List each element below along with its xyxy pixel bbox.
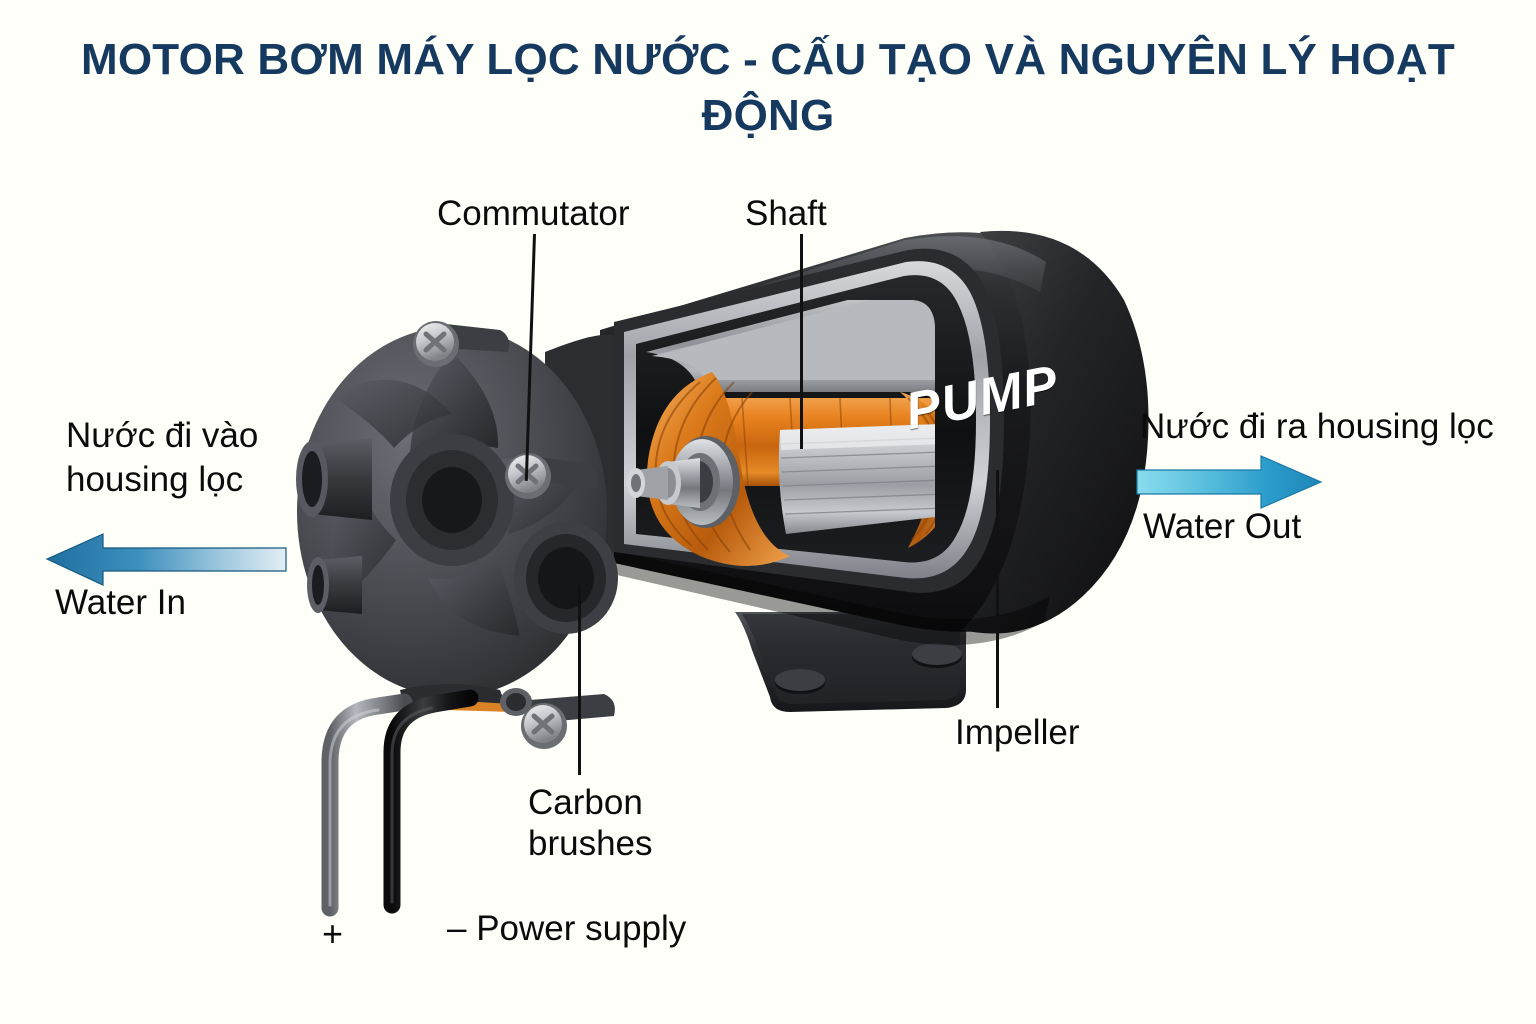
power-positive-label: + <box>322 913 344 954</box>
carbon-brush-housing <box>514 522 618 634</box>
carbon-brushes-line-2: brushes <box>528 824 653 864</box>
flow-left-caption-line-1: Nước đi vào <box>66 416 259 455</box>
motor-barrel <box>600 230 1149 646</box>
carbon-brushes-line-1: Carbon <box>528 783 643 822</box>
leader-line-carbon-brushes <box>578 585 581 775</box>
callout-label-commutator: Commutator <box>437 194 630 233</box>
screw-top <box>413 321 509 367</box>
pump-head-ribs <box>329 352 586 636</box>
flow-left-caption-line-2: housing lọc <box>66 460 244 500</box>
flow-right-subcaption: Water Out <box>1143 507 1302 546</box>
screw-bottom <box>521 694 615 749</box>
water-in-arrow <box>40 528 290 595</box>
power-negative-label: – Power supply <box>447 909 687 948</box>
flow-right-caption: Nước đi ra housing lọc <box>1140 407 1494 446</box>
pump-body-label: PUMP <box>900 354 1064 442</box>
flow-left-caption: Nước đi vào housing lọc <box>66 414 336 502</box>
page-title: MOTOR BƠM MÁY LỌC NƯỚC - CẤU TẠO VÀ NGUY… <box>50 32 1486 145</box>
leader-line-commutator <box>524 233 536 481</box>
page-title-line-1: MOTOR BƠM MÁY LỌC NƯỚC - CẤU TẠO VÀ NGUY… <box>81 35 1455 84</box>
screw-middle <box>505 453 597 499</box>
callout-label-impeller: Impeller <box>955 713 1080 752</box>
callout-label-shaft: Shaft <box>745 194 827 233</box>
water-out-arrow <box>1133 452 1325 519</box>
leader-line-shaft <box>800 234 803 449</box>
callout-label-carbon-brushes: Carbon brushes <box>528 782 698 865</box>
mounting-bracket <box>735 612 967 712</box>
brush-terminal <box>400 684 532 716</box>
pump-head <box>296 321 618 749</box>
leader-line-impeller <box>996 470 999 708</box>
flow-left-subcaption: Water In <box>55 583 186 622</box>
shaft-assembly <box>627 436 740 528</box>
page-title-line-2: ĐỘNG <box>701 91 835 141</box>
power-wires <box>321 689 479 917</box>
